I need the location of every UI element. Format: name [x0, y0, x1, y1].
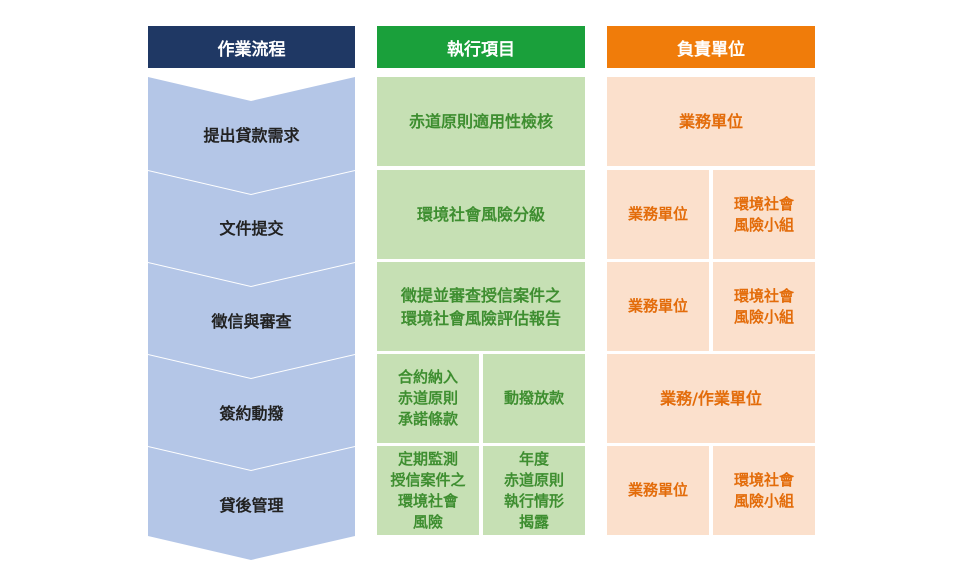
action-row-4a: 合約納入 赤道原則 承諾條款 — [377, 354, 479, 443]
owner-row-2a-text: 業務單位 — [627, 205, 688, 223]
action-row-5a-text: 定期監測 授信案件之 環境社會 風險 — [390, 449, 466, 531]
action-row-4a-text: 合約納入 赤道原則 承諾條款 — [397, 368, 458, 428]
action-row-2-text: 環境社會風險分級 — [416, 205, 545, 224]
header-process: 作業流程 — [148, 26, 355, 68]
owner-row-3b: 環境社會 風險小組 — [713, 262, 815, 351]
owner-row-4: 業務/作業單位 — [607, 354, 815, 443]
owner-row-5a: 業務單位 — [607, 446, 709, 535]
owner-row-5a-text: 業務單位 — [627, 481, 688, 499]
action-row-1-text: 赤道原則適用性檢核 — [408, 112, 553, 131]
process-step-1-label: 提出貸款需求 — [203, 126, 300, 145]
owner-row-3a-text: 業務單位 — [627, 297, 688, 315]
process-step-5-label: 貸後管理 — [219, 496, 284, 515]
owner-row-1: 業務單位 — [607, 77, 815, 166]
process-step-2-label: 文件提交 — [219, 219, 284, 238]
owner-row-3a: 業務單位 — [607, 262, 709, 351]
process-step-3-chevron — [148, 263, 355, 378]
header-action: 執行項目 — [377, 26, 585, 68]
action-row-2: 環境社會風險分級 — [377, 170, 585, 259]
owner-row-4-text: 業務/作業單位 — [660, 389, 762, 408]
owner-row-5b: 環境社會 風險小組 — [713, 446, 815, 535]
action-row-4b: 動撥放款 — [483, 354, 585, 443]
action-row-5a: 定期監測 授信案件之 環境社會 風險 — [377, 446, 479, 535]
process-step-3-label: 徵信與審查 — [211, 312, 292, 331]
owner-row-2a: 業務單位 — [607, 170, 709, 259]
process-step-1-chevron — [148, 77, 355, 194]
owner-row-1-text: 業務單位 — [678, 112, 743, 131]
process-step-5-chevron — [148, 447, 355, 560]
process-step-4-label: 簽約動撥 — [219, 404, 284, 423]
action-row-3: 徵提並審查授信案件之 環境社會風險評估報告 — [377, 262, 585, 351]
process-step-2-chevron — [148, 171, 355, 286]
owner-row-3b-text: 環境社會 風險小組 — [733, 286, 794, 326]
header-owner: 負責單位 — [607, 26, 815, 68]
process-step-4-chevron — [148, 355, 355, 470]
action-row-1: 赤道原則適用性檢核 — [377, 77, 585, 166]
owner-row-2b-text: 環境社會 風險小組 — [733, 194, 794, 234]
action-row-5b: 年度 赤道原則 執行情形 揭露 — [483, 446, 585, 535]
action-row-4b-text: 動撥放款 — [503, 389, 564, 407]
action-row-3-text: 徵提並審查授信案件之 環境社會風險評估報告 — [400, 285, 561, 328]
action-row-5b-text: 年度 赤道原則 執行情形 揭露 — [503, 449, 564, 531]
owner-row-5b-text: 環境社會 風險小組 — [733, 470, 794, 510]
owner-row-2b: 環境社會 風險小組 — [713, 170, 815, 259]
